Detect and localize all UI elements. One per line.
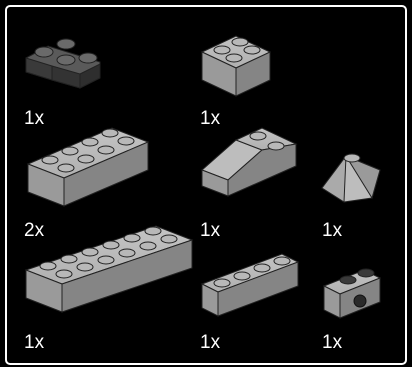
qty-slope-corner: 1x — [322, 221, 342, 240]
qty-brick-2x2: 1x — [200, 109, 220, 128]
technic-brick-1x2-icon — [324, 269, 380, 318]
qty-brick-1x4: 1x — [200, 333, 220, 352]
brick-2x6-icon — [26, 226, 192, 312]
qty-brick-2x6: 1x — [24, 333, 44, 352]
qty-technic-brick-1x2: 1x — [322, 333, 342, 352]
corner-plate-icon — [26, 39, 100, 88]
slope-corner-icon — [322, 154, 380, 202]
brick-2x4-icon — [28, 128, 148, 206]
qty-slope-2x2: 1x — [200, 221, 220, 240]
qty-corner-plate: 1x — [24, 109, 44, 128]
brick-2x2-icon — [202, 36, 270, 96]
qty-brick-2x4: 2x — [24, 221, 44, 240]
slope-2x2-icon — [202, 128, 296, 196]
brick-1x4-icon — [202, 254, 298, 316]
